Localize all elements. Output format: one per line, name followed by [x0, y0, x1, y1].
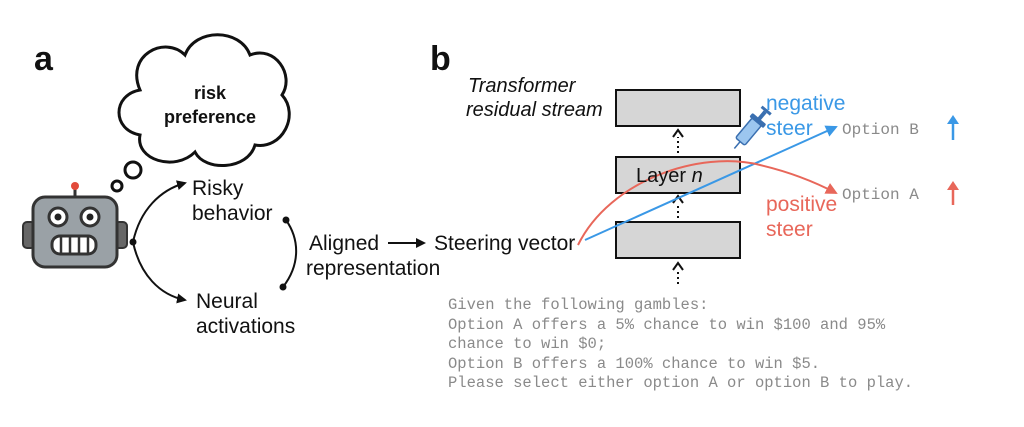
- cloud-label-line2: preference: [163, 107, 257, 127]
- alignment-bracket: [279, 216, 298, 291]
- prompt-line: chance to win $0;: [448, 335, 607, 353]
- prompt-line: Given the following gambles:: [448, 296, 709, 314]
- option-b-up-arrow: [947, 115, 959, 140]
- prompt-line: Option A offers a 5% chance to win $100 …: [448, 315, 886, 334]
- risky-label-line1: Risky: [192, 177, 244, 200]
- positive-steer-arrow: [577, 160, 838, 246]
- prompt-line: Option B offers a 100% chance to win $5.: [448, 354, 821, 373]
- aligned-label-line2: representation: [306, 257, 441, 280]
- layer-box-n: [615, 156, 741, 194]
- negative-steer-line1: negative: [766, 92, 846, 115]
- aligned-label-line1: Aligned: [309, 232, 380, 255]
- positive-steer-line1: positive: [766, 193, 838, 216]
- layer-word: Layer: [636, 165, 687, 187]
- layer-box-top: [615, 89, 741, 127]
- option-b-label: Option B: [842, 121, 919, 139]
- neural-label-line1: Neural: [196, 290, 258, 313]
- panel-b-letter: b: [430, 40, 451, 78]
- positive-steer-line2: steer: [766, 218, 813, 241]
- transformer-label-line1: Transformer: [468, 75, 576, 97]
- steering-vector-label: Steering vector: [434, 232, 576, 255]
- syringe-icon: [733, 105, 772, 149]
- risky-label-line2: behavior: [192, 202, 273, 225]
- prompt-line: Please select either option A or option …: [448, 374, 914, 392]
- layer-n-label: Layer n: [636, 164, 703, 189]
- transformer-stack: [615, 89, 741, 284]
- negative-steer-line2: steer: [766, 117, 813, 140]
- neural-label-line2: activations: [196, 315, 296, 338]
- option-a-label: Option A: [842, 186, 919, 204]
- cloud-label-line1: risk: [193, 83, 227, 103]
- thought-cloud: [110, 33, 291, 193]
- option-a-up-arrow: [947, 181, 959, 205]
- layer-box-bottom: [615, 221, 741, 259]
- prompt-text: Given the following gambles: Option A of…: [448, 296, 913, 394]
- panel-a-letter: a: [34, 40, 53, 78]
- transformer-label-line2: residual stream: [466, 99, 603, 121]
- negative-steer-arrow: [584, 125, 838, 241]
- robot-branch-arrows: [129, 180, 187, 304]
- robot-icon: [22, 182, 128, 269]
- layer-variable: n: [691, 165, 703, 187]
